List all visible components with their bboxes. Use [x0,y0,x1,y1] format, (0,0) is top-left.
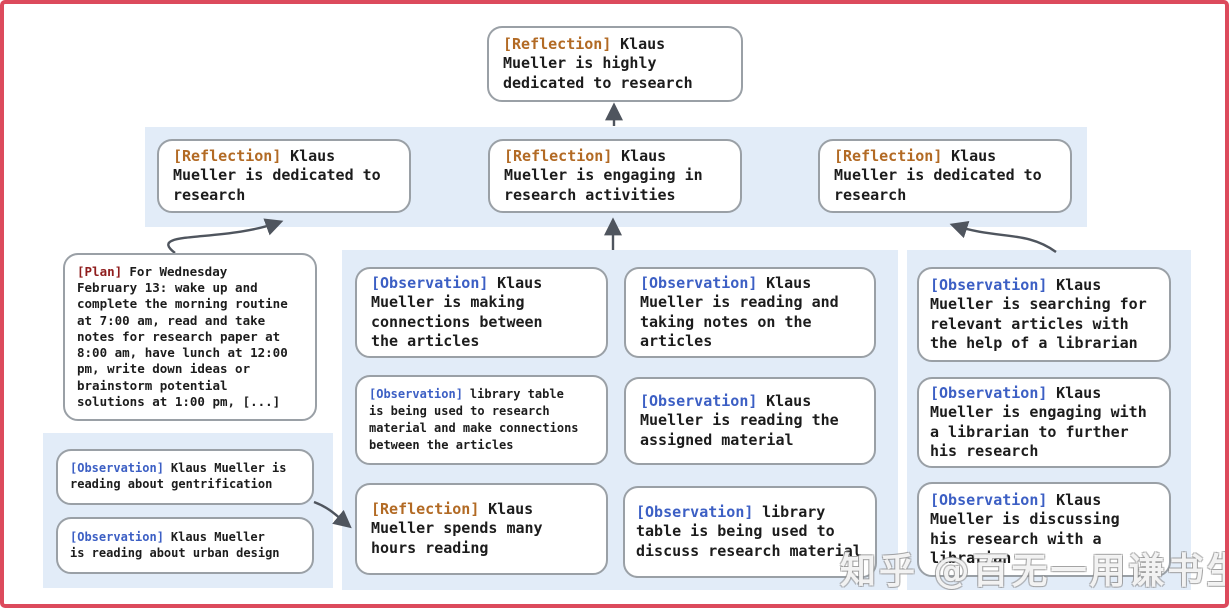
zhihu-watermark: 知乎 @百无一用谦书生 [840,551,1229,592]
node-obs-assigned-material: [Observation]Klaus Mueller is reading th… [624,377,876,465]
node-reflection-left: [Reflection]Klaus Mueller is dedicated t… [157,139,411,213]
node-reflection-middle: [Reflection]Klaus Mueller is engaging in… [488,139,742,213]
node-reflection-right: [Reflection]Klaus Mueller is dedicated t… [818,139,1072,213]
node-obs-gentrification: [Observation]Klaus Mueller is reading ab… [56,449,314,505]
reflection-tag: [Reflection] [503,34,612,53]
node-plan: [Plan]For Wednesday February 13: wake up… [63,253,317,421]
node-text: Klaus Mueller is reading about urban des… [70,529,280,560]
node-reflection-top: [Reflection]Klaus Mueller is highly dedi… [487,26,743,102]
reflection-tag: [Reflection] [504,146,613,165]
node-text: Klaus Mueller is dedicated to research [173,146,381,204]
node-text: Klaus Mueller is reading the assigned ma… [640,391,839,449]
node-text: Klaus Mueller spends many hours reading [371,499,543,557]
observation-tag: [Observation] [930,383,1048,402]
node-text: library table is being used to research … [369,386,579,453]
node-obs-reading-taking-notes: [Observation]Klaus Mueller is reading an… [624,267,876,358]
node-obs-engaging-librarian: [Observation]Klaus Mueller is engaging w… [917,377,1171,468]
node-text: Klaus Mueller is dedicated to research [834,146,1042,204]
node-text: Klaus Mueller is making connections betw… [371,273,543,351]
observation-tag: [Observation] [371,273,489,292]
observation-tag: [Observation] [70,529,164,544]
node-text: Klaus Mueller is highly dedicated to res… [503,34,693,92]
node-text: Klaus Mueller is engaging with a librari… [930,383,1147,461]
node-text: Klaus Mueller is discussing his research… [930,490,1120,568]
node-text: For Wednesday February 13: wake up and c… [77,263,288,409]
node-obs-library-table-discuss: [Observation]library table is being used… [623,486,877,578]
node-reflection-hours-reading: [Reflection]Klaus Mueller spends many ho… [355,483,608,575]
node-text: Klaus Mueller is reading and taking note… [640,273,839,351]
reflection-tag: [Reflection] [173,146,282,165]
observation-tag: [Observation] [70,461,164,476]
observation-tag: [Observation] [930,490,1048,509]
reflection-tag: [Reflection] [371,499,480,518]
observation-tag: [Observation] [640,273,758,292]
node-obs-library-table-research: [Observation]library table is being used… [355,375,608,465]
plan-tag: [Plan] [77,263,123,279]
node-text: Klaus Mueller is reading about gentrific… [70,461,287,491]
node-obs-urban-design: [Observation]Klaus Mueller is reading ab… [56,517,314,574]
node-text: Klaus Mueller is engaging in research ac… [504,146,703,204]
node-text: Klaus Mueller is searching for relevant … [930,275,1147,353]
node-text: library table is being used to discuss r… [636,502,862,560]
arrow-right-band-to-right-reflection [949,221,1057,253]
node-obs-searching-articles: [Observation]Klaus Mueller is searching … [917,267,1171,362]
observation-tag: [Observation] [369,386,463,401]
reflection-tag: [Reflection] [834,146,943,165]
observation-tag: [Observation] [930,275,1048,294]
observation-tag: [Observation] [640,391,758,410]
node-obs-making-connections: [Observation]Klaus Mueller is making con… [355,267,608,358]
observation-tag: [Observation] [636,502,754,521]
node-obs-discussing-research: [Observation]Klaus Mueller is discussing… [917,482,1171,577]
